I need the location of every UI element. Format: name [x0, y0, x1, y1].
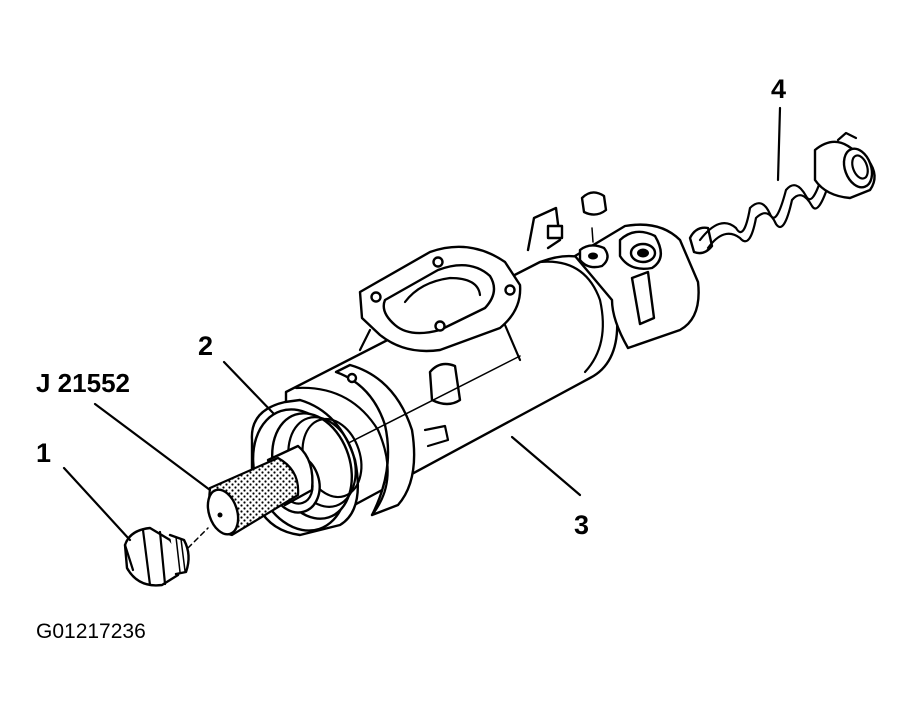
plug: [123, 526, 190, 587]
label-1: 1: [36, 438, 51, 468]
label-tool: J 21552: [36, 368, 130, 398]
label-4: 4: [771, 74, 786, 104]
label-3: 3: [574, 510, 589, 540]
spring-and-cap: [688, 131, 876, 255]
label-2: 2: [198, 331, 213, 361]
housing: [284, 191, 700, 517]
tool-j21552: [206, 444, 314, 537]
figure-id: G01217236: [36, 620, 146, 643]
alignment-line: [187, 527, 209, 549]
leader-lines: [62, 106, 782, 542]
